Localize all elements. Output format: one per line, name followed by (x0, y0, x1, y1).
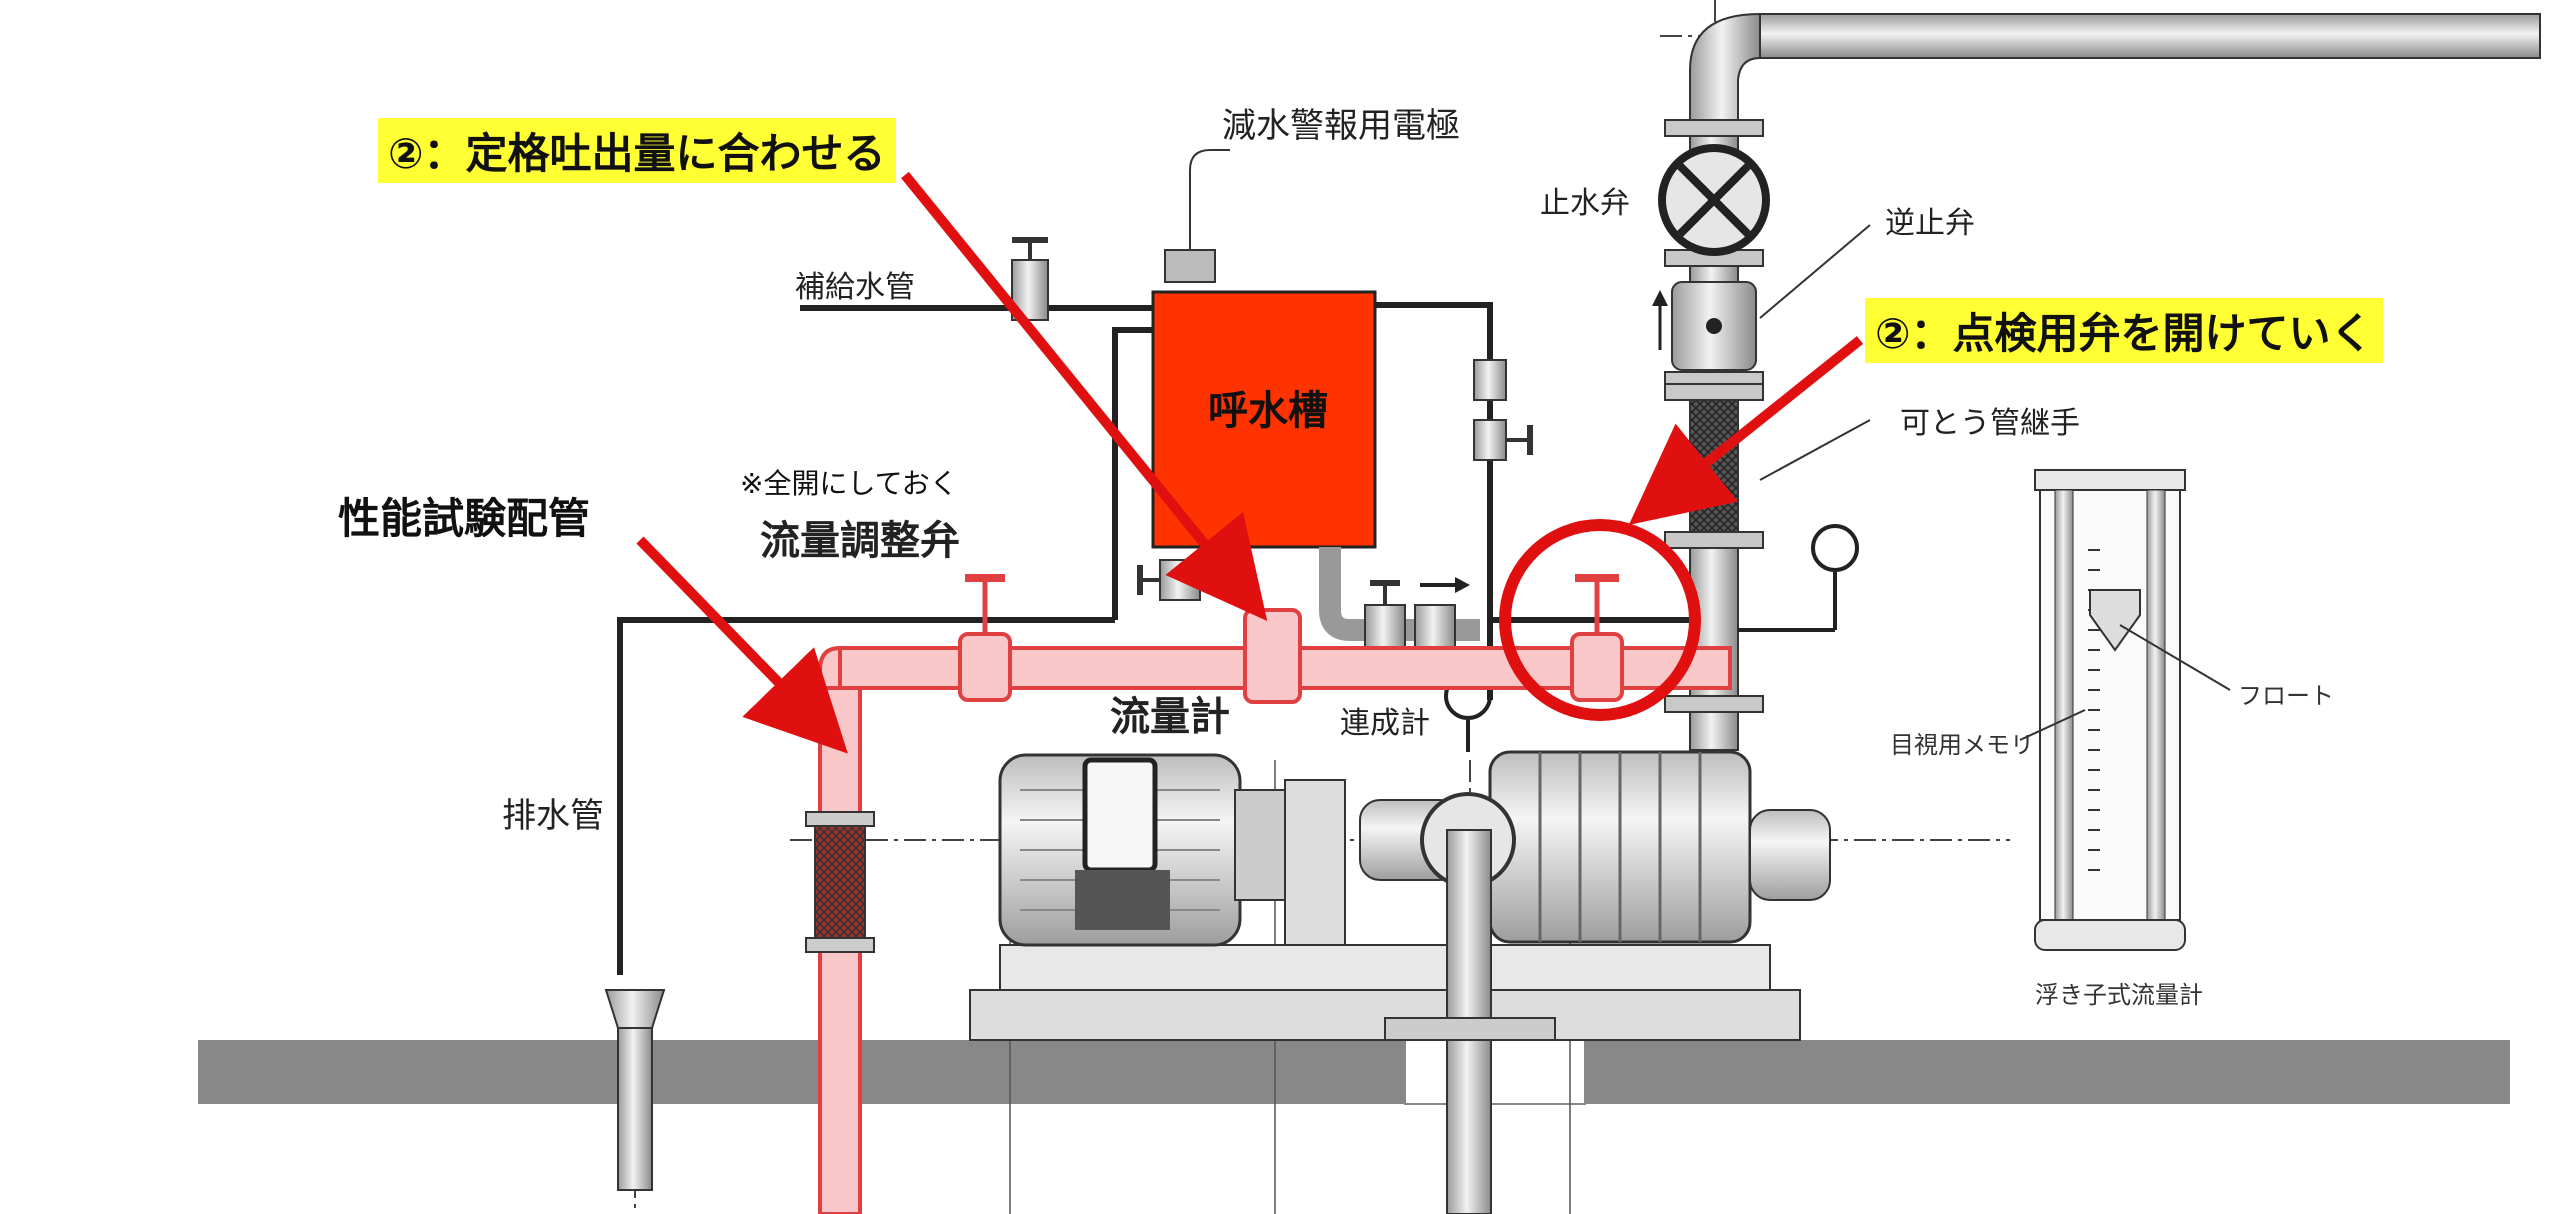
tank-side-valves (1473, 359, 1533, 461)
float-flowmeter-label: 浮き子式流量計 (2035, 981, 2203, 1009)
leader-lines (1759, 224, 1871, 481)
test-piping-red (805, 574, 1732, 1214)
annotation-rated-flow: ②：定格吐出量に合わせる (378, 118, 896, 183)
discharge-elbow (1689, 12, 1761, 131)
stop-valve-label: 止水弁 (1540, 186, 1630, 221)
flexible-joint-label: 可とう管継手 (1900, 406, 2080, 441)
drain-pipe-label: 排水管 (502, 796, 604, 836)
fullopen-note: ※全開にしておく (740, 467, 958, 500)
annotation-arrows (636, 171, 1864, 754)
flowmeter-label: 流量計 (1110, 694, 1230, 740)
pump-stages (1359, 750, 1831, 944)
pressure-gauge-icon (1811, 524, 1859, 572)
motor (998, 753, 1346, 947)
tank-drain-valve (1137, 559, 1201, 601)
stop-valve-wheel-icon (1658, 144, 1770, 256)
float-flowmeter (2019, 469, 2231, 951)
priming-tank-rect (1151, 290, 1377, 549)
float-label: フロート (2238, 682, 2334, 710)
drain-pipe (604, 989, 666, 1191)
flow-control-valve-label: 流量調整弁 (760, 518, 960, 564)
float-icon (2089, 589, 2141, 652)
black-pipes (617, 302, 1690, 975)
electrode-label: 減水警報用電極 (1222, 106, 1460, 146)
highlight-circle-icon (1499, 519, 1701, 721)
test-pipe-label: 性能試験配管 (338, 494, 591, 543)
discharge-top-pipe (1759, 13, 2541, 59)
compound-gauge-label: 連成計 (1340, 706, 1430, 741)
makeup-valve-icon (1011, 237, 1049, 321)
priming-tank-label: 呼水槽 (1208, 388, 1328, 434)
makeup-pipe-label: 補給水管 (795, 270, 915, 305)
floor-slab (198, 1040, 2510, 1104)
visual-scale-label: 目視用メモリ (1890, 731, 2034, 759)
annotation-inspection-valve: ②：点検用弁を開けていく (1865, 298, 2383, 363)
pump-pit (1404, 1039, 1586, 1105)
riser-flanges (1664, 119, 1764, 713)
check-valve-label: 逆止弁 (1885, 206, 1975, 241)
